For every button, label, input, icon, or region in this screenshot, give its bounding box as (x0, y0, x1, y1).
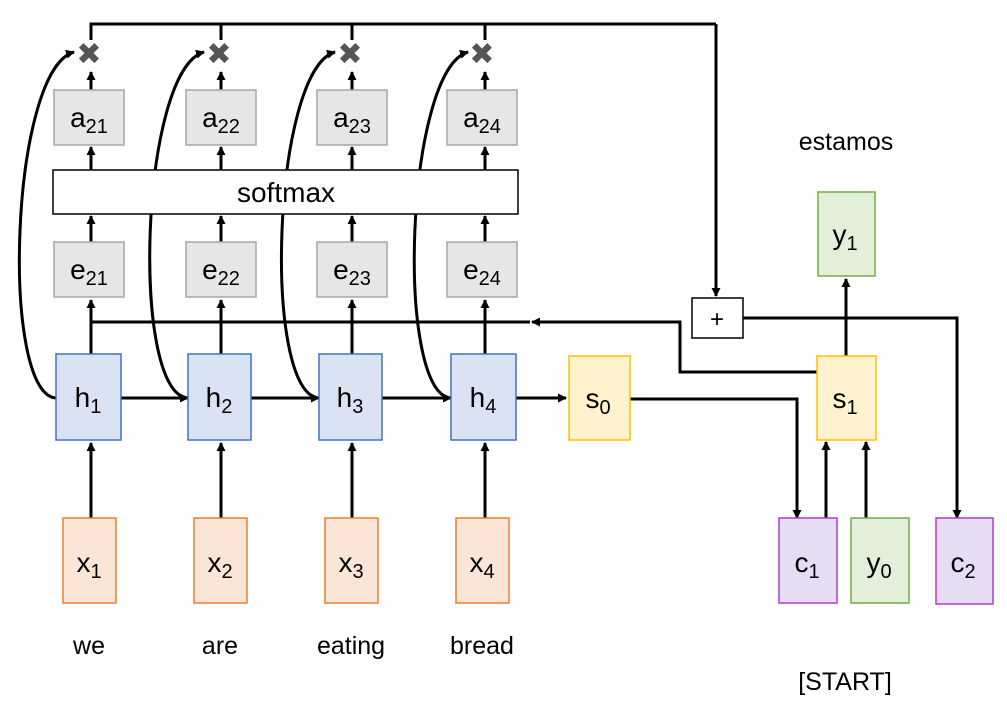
weight-a21-box: a21 (53, 89, 125, 146)
score-e23-box: e23 (316, 241, 388, 298)
plus-icon: + (710, 306, 724, 333)
input-x4-box: x4 (455, 517, 510, 604)
decoder: s0 + s1 y1 estamos c1 y0 c2 [START] (568, 128, 994, 696)
svg-text:c1: c1 (794, 547, 819, 583)
softmax-label: softmax (237, 177, 335, 208)
svg-text:e24: e24 (463, 254, 501, 290)
svg-text:h1: h1 (75, 382, 102, 418)
svg-text:h2: h2 (206, 382, 233, 418)
decoder-s1-box: s1 (816, 355, 877, 441)
curve-h3-mult (279, 49, 336, 400)
hidden-h4-box: h4 (450, 353, 517, 441)
input-words: we are eating bread (72, 632, 514, 660)
score-row: e21 e22 e23 e24 (53, 241, 518, 298)
svg-text:c2: c2 (950, 547, 975, 583)
multiply-row: ✖ ✖ ✖ ✖ (76, 37, 494, 72)
svg-text:x4: x4 (469, 547, 494, 583)
word-are: are (202, 632, 238, 660)
svg-text:y0: y0 (866, 547, 891, 583)
output-y1-box: y1 (817, 191, 876, 277)
arrow-plus-c2 (743, 316, 962, 519)
arrow-s0-c1 (630, 397, 802, 519)
encoder-hidden-row: h1 h2 h3 h4 (55, 353, 517, 441)
svg-text:x1: x1 (76, 547, 101, 583)
multiply-icon: ✖ (469, 37, 494, 72)
multiply-icon: ✖ (206, 37, 231, 72)
word-bread: bread (450, 632, 514, 660)
weight-row: a21 a22 a23 a24 (53, 89, 518, 146)
wires (17, 22, 962, 519)
sum-bus (89, 22, 716, 40)
svg-text:h4: h4 (470, 382, 497, 418)
hidden-h2-box: h2 (187, 353, 252, 441)
curve-h2-mult (148, 49, 205, 400)
plus-box: + (691, 297, 744, 339)
svg-text:h3: h3 (337, 382, 364, 418)
svg-text:a21: a21 (70, 102, 108, 138)
softmax-box: softmax (52, 169, 519, 215)
weight-a24-box: a24 (446, 89, 518, 146)
svg-text:e22: e22 (202, 254, 240, 290)
svg-text:y1: y1 (832, 219, 857, 255)
start-token: [START] (798, 668, 892, 696)
input-row: x1 x2 x3 x4 (62, 517, 510, 604)
svg-text:a23: a23 (333, 102, 371, 138)
input-x3-box: x3 (324, 517, 379, 604)
weight-a22-box: a22 (185, 89, 257, 146)
wire-s1-feedback (540, 320, 817, 374)
svg-text:x3: x3 (338, 547, 363, 583)
svg-text:x2: x2 (207, 547, 232, 583)
input-x1-box: x1 (62, 517, 117, 604)
score-e22-box: e22 (185, 241, 257, 298)
svg-text:e23: e23 (333, 254, 371, 290)
svg-text:a22: a22 (202, 102, 240, 138)
weight-a23-box: a23 (316, 89, 388, 146)
word-we: we (72, 632, 105, 660)
context-c1-box: c1 (778, 517, 838, 604)
curve-h4-mult (412, 49, 469, 400)
svg-text:a24: a24 (463, 102, 501, 138)
hidden-h3-box: h3 (318, 353, 383, 441)
svg-text:e21: e21 (70, 254, 108, 290)
context-c2-box: c2 (935, 517, 994, 605)
svg-text:s0: s0 (585, 383, 610, 419)
hidden-h1-box: h1 (55, 353, 122, 441)
input-y0-box: y0 (850, 517, 910, 604)
output-word: estamos (799, 128, 893, 156)
multiply-icon: ✖ (76, 37, 101, 72)
decoder-s0-box: s0 (568, 355, 631, 441)
multiply-icon: ✖ (337, 37, 362, 72)
svg-text:s1: s1 (832, 383, 857, 419)
score-e21-box: e21 (53, 241, 125, 298)
word-eating: eating (317, 632, 385, 660)
input-x2-box: x2 (193, 517, 248, 604)
score-e24-box: e24 (446, 241, 518, 298)
curve-h1-mult (17, 49, 75, 400)
